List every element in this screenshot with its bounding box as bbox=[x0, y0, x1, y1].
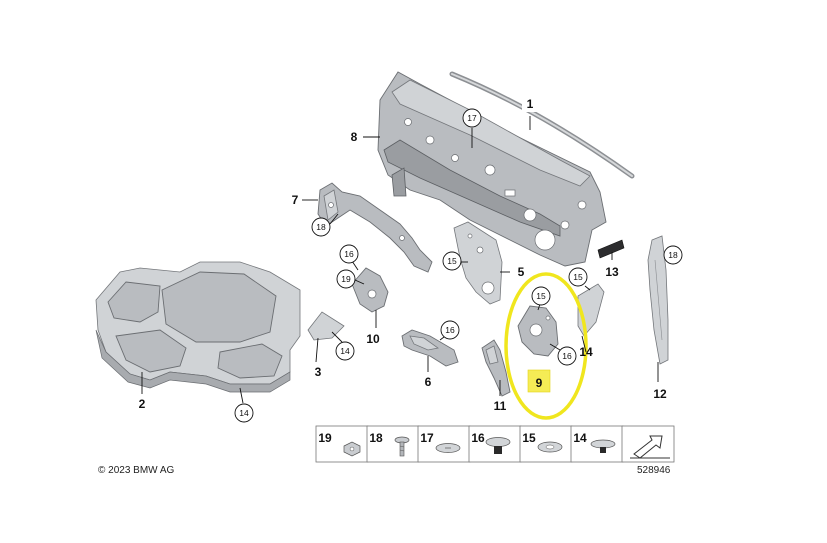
part-3-pad bbox=[307, 311, 345, 341]
part-2-insulation-mat bbox=[95, 261, 301, 393]
copyright-text: © 2023 BMW AG bbox=[98, 465, 175, 476]
reference-arrow-icon bbox=[630, 435, 670, 459]
fastener-legend: 19 18 17 16 15 14 bbox=[315, 425, 675, 463]
diagram-number: 528946 bbox=[637, 465, 671, 476]
part-10-bracket bbox=[351, 267, 389, 313]
callout-14: 14 bbox=[579, 345, 593, 359]
circled-callout-16-mid: 16 bbox=[440, 320, 460, 340]
circled-callout-14-mat: 14 bbox=[234, 403, 254, 423]
callout-12: 12 bbox=[653, 387, 667, 401]
svg-text:15: 15 bbox=[573, 272, 583, 282]
part-6-bracket bbox=[401, 329, 459, 367]
legend-item-19: 19 bbox=[318, 431, 332, 445]
circled-callout-19: 19 bbox=[336, 269, 356, 289]
callout-11: 11 bbox=[494, 399, 507, 413]
part-5-plate bbox=[453, 221, 503, 305]
circled-callout-14-part3: 14 bbox=[335, 341, 355, 361]
highlight-ring bbox=[504, 272, 588, 420]
push-pin-icon bbox=[590, 439, 616, 453]
circled-callout-17: 17 bbox=[462, 108, 482, 128]
leader-lines bbox=[141, 116, 672, 404]
callout-9: 9 bbox=[536, 376, 543, 390]
callout-1: 1 bbox=[527, 97, 534, 111]
legend-item-18: 18 bbox=[369, 431, 383, 445]
part-9-bracket bbox=[517, 305, 559, 357]
svg-text:16: 16 bbox=[344, 249, 354, 259]
svg-text:17: 17 bbox=[467, 113, 477, 123]
callout-6: 6 bbox=[425, 375, 432, 389]
part-1-seal-strip bbox=[449, 71, 635, 179]
rivet-icon bbox=[435, 443, 461, 453]
part-7-bracket bbox=[317, 182, 433, 273]
circled-callout-16-part9: 16 bbox=[557, 346, 577, 366]
circled-callout-15-part9: 15 bbox=[531, 286, 551, 306]
circled-callout-18-left: 18 bbox=[311, 217, 331, 237]
legend-item-17: 17 bbox=[420, 431, 434, 445]
callout-2: 2 bbox=[139, 397, 146, 411]
callout-8: 8 bbox=[351, 130, 358, 144]
svg-text:18: 18 bbox=[668, 250, 678, 260]
callout-13: 13 bbox=[605, 265, 619, 279]
svg-text:15: 15 bbox=[447, 256, 457, 266]
callout-10: 10 bbox=[366, 332, 380, 346]
svg-text:14: 14 bbox=[239, 408, 249, 418]
circled-callout-18-right: 18 bbox=[663, 245, 683, 265]
svg-text:14: 14 bbox=[340, 346, 350, 356]
circled-callout-15-right: 15 bbox=[568, 267, 588, 287]
callout-5: 5 bbox=[518, 265, 525, 279]
legend-item-15: 15 bbox=[522, 431, 536, 445]
circled-callout-15-plate: 15 bbox=[442, 251, 462, 271]
svg-text:19: 19 bbox=[341, 274, 351, 284]
legend-item-16: 16 bbox=[471, 431, 485, 445]
clip-icon bbox=[485, 437, 511, 454]
circled-callouts: 17 18 16 19 15 16 14 14 bbox=[234, 108, 683, 423]
legend-item-14: 14 bbox=[573, 431, 587, 445]
svg-text:15: 15 bbox=[536, 291, 546, 301]
screw-icon bbox=[394, 436, 410, 457]
nut-icon bbox=[343, 441, 361, 457]
callout-3: 3 bbox=[315, 365, 322, 379]
circled-callout-16-upper: 16 bbox=[339, 244, 359, 264]
part-11-bracket bbox=[481, 339, 511, 397]
callout-numbers: 1 8 7 5 13 10 3 6 2 11 9 14 12 bbox=[139, 96, 667, 413]
callout-7: 7 bbox=[292, 193, 299, 207]
part-9-highlight-box bbox=[527, 369, 551, 393]
svg-text:16: 16 bbox=[562, 351, 572, 361]
part-13-block bbox=[597, 239, 625, 259]
svg-text:16: 16 bbox=[445, 325, 455, 335]
part-8-bulkhead bbox=[377, 71, 607, 267]
svg-text:18: 18 bbox=[316, 222, 326, 232]
washer-clip-icon bbox=[537, 441, 563, 453]
